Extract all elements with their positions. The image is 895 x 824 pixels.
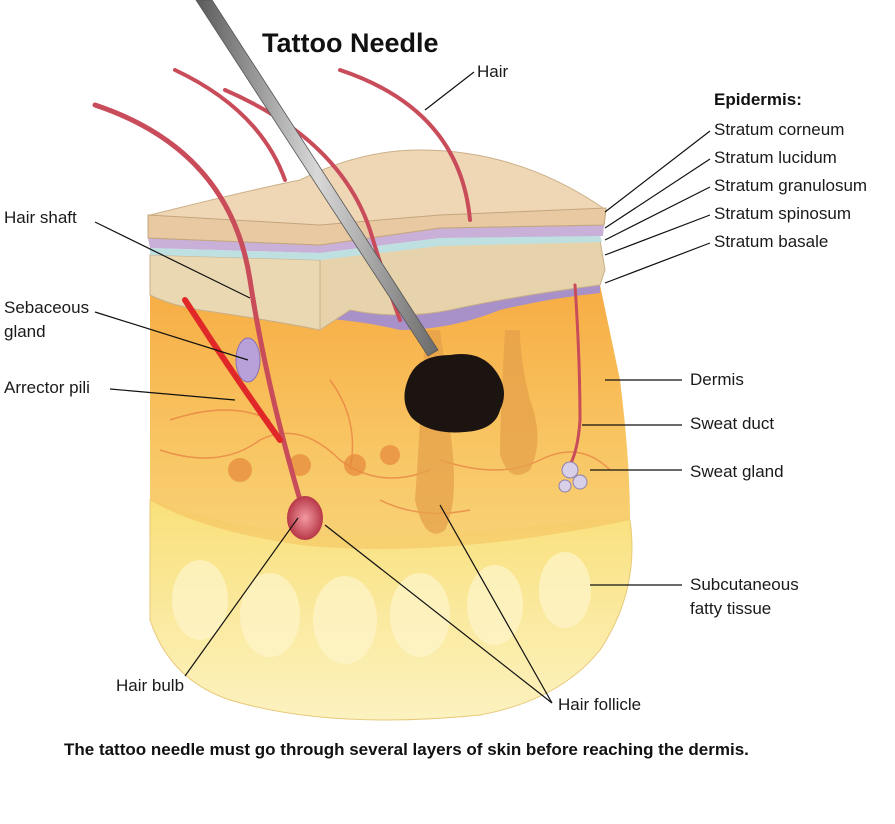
label-hair: Hair [477, 62, 509, 81]
label-sweat-duct: Sweat duct [690, 414, 775, 433]
label-subcutaneous-line1: Subcutaneous [690, 575, 799, 594]
fat-lobules [172, 552, 591, 664]
label-stratum-spinosum: Stratum spinosum [714, 204, 851, 223]
label-dermis: Dermis [690, 370, 744, 389]
label-stratum-granulosum: Stratum granulosum [714, 176, 868, 195]
label-hair-follicle: Hair follicle [558, 695, 642, 714]
stratum-spinosum-layer-2 [319, 239, 606, 331]
stratum-corneum-front [147, 207, 607, 246]
leader-lines [94, 71, 711, 704]
tattoo-needle [195, 0, 439, 357]
label-arrector-pili: Arrector pili [4, 378, 90, 397]
label-stratum-basale: Stratum basale [714, 232, 829, 251]
sweat-coils [228, 445, 400, 482]
sweat-gland-shape [558, 461, 588, 493]
diagram-title: Tattoo Needle [262, 28, 439, 58]
label-hair-bulb: Hair bulb [116, 676, 185, 695]
label-subcutaneous-line2: fatty tissue [690, 599, 772, 618]
hair-follicle-shape-2 [500, 330, 538, 475]
tattoo-ink-blob [404, 354, 504, 433]
label-epidermis-heading: Epidermis: [714, 90, 802, 109]
hair-bulb-shape [287, 496, 323, 540]
label-stratum-lucidum: Stratum lucidum [714, 148, 837, 167]
stratum-spinosum-layer [149, 254, 321, 331]
label-stratum-corneum: Stratum corneum [714, 120, 845, 139]
diagram-caption: The tattoo needle must go through severa… [64, 740, 749, 759]
stratum-lucidum-layer [148, 225, 604, 253]
arrector-pili-shape [182, 297, 283, 443]
label-sebaceous-gland-line1: Sebaceous [4, 298, 90, 317]
label-hair-shaft: Hair shaft [4, 208, 77, 227]
label-sebaceous-gland-line2: gland [4, 322, 46, 341]
label-sweat-gland: Sweat gland [690, 462, 784, 481]
